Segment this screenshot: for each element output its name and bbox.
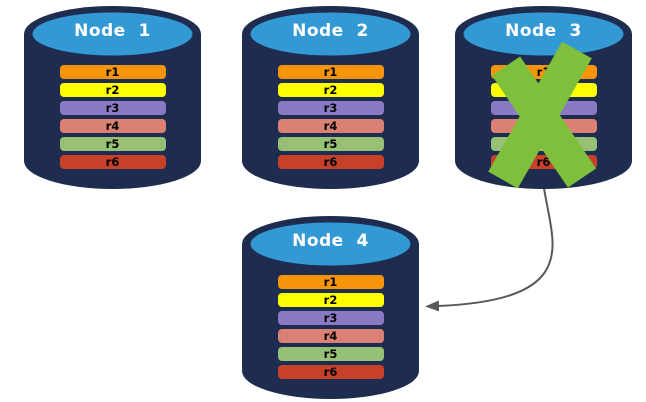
node-title: Node 2 — [292, 21, 369, 41]
node-title: Node 1 — [74, 21, 151, 41]
database-node-4: Node 4 r1 r2 r3 r4 r5 r6 — [241, 216, 420, 400]
database-node-2: Node 2 r1 r2 r3 r4 r5 r6 — [241, 6, 420, 190]
row-r4: r4 — [277, 329, 384, 343]
row-r2: r2 — [490, 83, 597, 97]
row-r5: r5 — [277, 137, 384, 151]
row-r4: r4 — [277, 119, 384, 133]
row-r1: r1 — [59, 65, 166, 79]
row-r6: r6 — [59, 155, 166, 169]
row-r3: r3 — [277, 311, 384, 325]
node-rows: r1 r2 r3 r4 r5 r6 — [277, 275, 384, 379]
row-r4: r4 — [490, 119, 597, 133]
node-title: Node 3 — [505, 21, 582, 41]
node-rows: r1 r2 r3 r4 r5 r6 — [490, 65, 597, 169]
row-r3: r3 — [490, 101, 597, 115]
row-r2: r2 — [59, 83, 166, 97]
row-r2: r2 — [277, 293, 384, 307]
row-r1: r1 — [277, 275, 384, 289]
row-r5: r5 — [59, 137, 166, 151]
row-r6: r6 — [490, 155, 597, 169]
row-r3: r3 — [277, 101, 384, 115]
node-title: Node 4 — [292, 231, 369, 251]
row-r1: r1 — [277, 65, 384, 79]
row-r5: r5 — [490, 137, 597, 151]
node-rows: r1 r2 r3 r4 r5 r6 — [277, 65, 384, 169]
row-r2: r2 — [277, 83, 384, 97]
row-r5: r5 — [277, 347, 384, 361]
row-r6: r6 — [277, 155, 384, 169]
database-node-3: Node 3 r1 r2 r3 r4 r5 r6 — [454, 6, 633, 190]
database-node-1: Node 1 r1 r2 r3 r4 r5 r6 — [23, 6, 202, 190]
row-r4: r4 — [59, 119, 166, 133]
node-rows: r1 r2 r3 r4 r5 r6 — [59, 65, 166, 169]
row-r3: r3 — [59, 101, 166, 115]
row-r6: r6 — [277, 365, 384, 379]
row-r1: r1 — [490, 65, 597, 79]
